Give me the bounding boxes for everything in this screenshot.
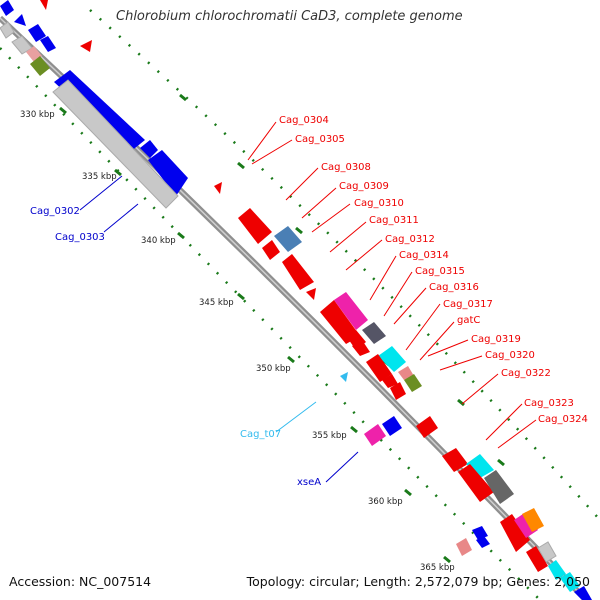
gene-label[interactable]: Cag_t07: [240, 429, 281, 440]
gene-label[interactable]: Cag_0305: [295, 134, 345, 145]
gene-arrow: [390, 382, 406, 400]
scale-label: 360 kbp: [368, 497, 403, 507]
gene-block: [0, 0, 1, 1]
gene-arrow: [14, 14, 26, 26]
accession-text: Accession: NC_007514: [9, 574, 152, 589]
gene-arrow: [484, 470, 514, 504]
gene-label[interactable]: Cag_0308: [321, 162, 371, 173]
gene-label[interactable]: Cag_0324: [538, 414, 588, 425]
gene-arrow: [352, 340, 370, 356]
gene-arrow: [366, 354, 392, 382]
gene-arrow: [382, 374, 398, 388]
gene-arrow: [306, 288, 316, 300]
gene-arrow: [404, 374, 422, 392]
gene-arrow: [466, 454, 494, 478]
gene-arrow: [80, 40, 92, 52]
gene-arrow: [238, 208, 272, 244]
gene-arrow: [476, 536, 490, 548]
gene-arrow: [0, 21, 15, 39]
gene-arrow: [282, 254, 314, 290]
gene-arrow: [537, 541, 557, 563]
gene-label[interactable]: Cag_0302: [30, 206, 80, 217]
gene-arrow: [416, 416, 438, 438]
gene-arrow: [364, 424, 386, 446]
gene-arrow: [274, 226, 302, 252]
scale-labels: 330 kbp 335 kbp 340 kbp 345 kbp 350 kbp …: [20, 110, 455, 573]
gene-arrow: [340, 372, 348, 382]
gene-arrow: [262, 240, 280, 260]
reverse-genes: [40, 0, 592, 600]
gene-label[interactable]: Cag_0304: [279, 115, 329, 126]
label-leaders: [79, 121, 537, 483]
gene-arrow: [148, 150, 188, 196]
gene-arrow: [334, 292, 368, 330]
gene-arrow: [28, 24, 46, 42]
gene-labels: Cag_0304 Cag_0305 Cag_0308 Cag_0309 Cag_…: [30, 115, 588, 488]
gene-arrow: [320, 300, 360, 344]
gene-arrow: [500, 514, 530, 552]
gene-label[interactable]: Cag_0309: [339, 181, 389, 192]
scale-label: 335 kbp: [82, 172, 117, 182]
gene-arrow: [442, 448, 468, 472]
gene-label[interactable]: Cag_0323: [524, 398, 574, 409]
gene-label[interactable]: gatC: [457, 315, 480, 326]
gene-arrow: [52, 79, 179, 209]
forward-genes: [0, 0, 490, 556]
gene-arrow: [214, 182, 222, 194]
gene-arrow: [548, 560, 566, 580]
gene-arrow: [362, 322, 386, 344]
gene-arrow: [30, 56, 50, 76]
map-title: Chlorobium chlorochromatii CaD3, complet…: [116, 9, 463, 24]
gene-label[interactable]: Cag_0319: [471, 334, 521, 345]
dotted-ring-outer: [89, 9, 600, 521]
gene-label[interactable]: Cag_0322: [501, 368, 551, 379]
gene-arrow: [456, 538, 472, 556]
gene-label[interactable]: Cag_0315: [415, 266, 465, 277]
gene-arrow: [472, 526, 488, 540]
gene-label[interactable]: Cag_0320: [485, 350, 535, 361]
gene-arrow: [378, 346, 406, 372]
gene-arrow: [0, 0, 14, 16]
scale-label: 365 kbp: [420, 563, 455, 573]
scale-label: 345 kbp: [199, 298, 234, 308]
scale-label: 330 kbp: [20, 110, 55, 120]
gene-arrow: [382, 416, 402, 436]
gene-arrow: [522, 508, 544, 532]
scale-label: 350 kbp: [256, 364, 291, 374]
gene-arrow: [40, 0, 48, 10]
gene-arrow: [574, 586, 592, 600]
scale-label: 355 kbp: [312, 431, 347, 441]
gene-label[interactable]: Cag_0303: [55, 232, 105, 243]
topology-text: Topology: circular; Length: 2,572,079 bp…: [246, 574, 590, 589]
gene-label[interactable]: Cag_0316: [429, 282, 479, 293]
gene-label[interactable]: Cag_0312: [385, 234, 435, 245]
gene-arrow: [560, 572, 580, 592]
gene-arrow: [458, 464, 494, 502]
gene-arrow: [40, 36, 56, 52]
gene-label[interactable]: Cag_0310: [354, 198, 404, 209]
gene-label[interactable]: Cag_0314: [399, 250, 449, 261]
gene-arrow: [140, 140, 158, 158]
gene-label[interactable]: Cag_0317: [443, 299, 493, 310]
gene-label[interactable]: xseA: [297, 477, 321, 488]
gene-arrow: [526, 546, 548, 572]
scale-label: 340 kbp: [141, 236, 176, 246]
gene-label[interactable]: Cag_0311: [369, 215, 419, 226]
